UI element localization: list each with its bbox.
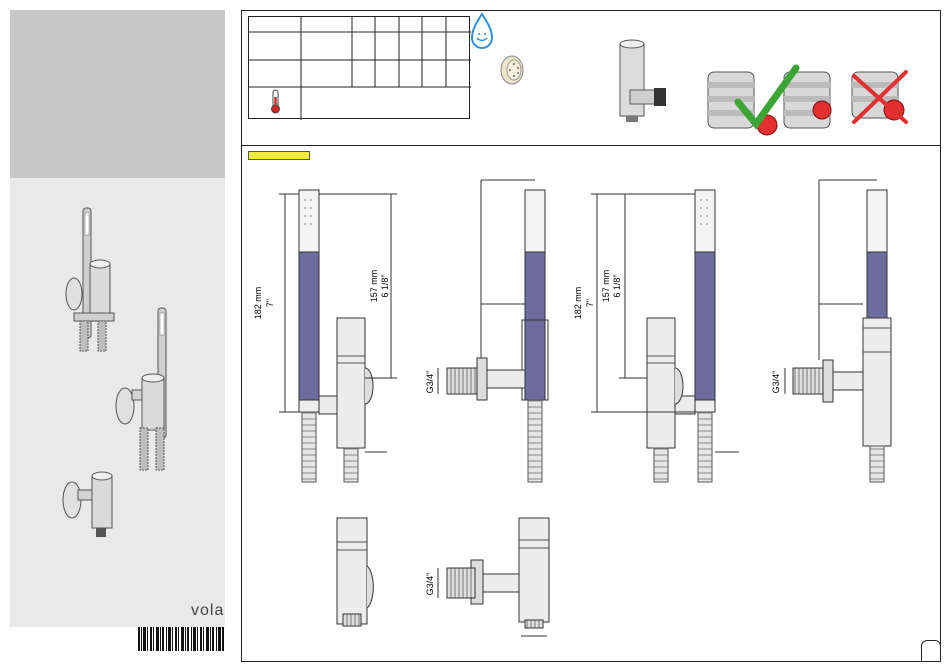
product-illustration-angle-valve — [63, 472, 112, 537]
dim-thread-1: G3/4" — [425, 371, 435, 394]
dimension-drawings: 182 mm 7" 157 mm 6 1/8" G3/4" — [241, 146, 941, 662]
barcode — [138, 627, 224, 657]
brand-logo: vola — [191, 602, 224, 620]
thermometer-icon — [272, 90, 280, 113]
view-side-handshower-2: G3/4" — [771, 180, 891, 482]
dim-height-in: 6 1/8" — [380, 274, 390, 297]
dim-height-mm-2: 157 mm — [601, 270, 611, 303]
spec-table — [248, 16, 470, 119]
dim-thread-2: G3/4" — [771, 371, 781, 394]
dim-height-in-2: 6 1/8" — [612, 274, 622, 297]
view-front-handshower-2: 182 mm 7" 157 mm 6 1/8" — [573, 190, 739, 482]
product-illustration-handshower-angled — [116, 308, 166, 470]
aerator-icon — [501, 56, 523, 84]
fitting-incorrect-illustration — [852, 72, 906, 122]
view-side-handshower: G3/4" — [425, 180, 548, 482]
view-front-valve — [337, 518, 373, 626]
dim-length-in: 7" — [265, 299, 275, 307]
product-overview-panel — [10, 178, 225, 627]
dim-length-mm: 182 mm — [253, 287, 263, 320]
dim-length-in-2: 7" — [585, 299, 595, 307]
view-side-valve: G3/4" — [425, 518, 549, 636]
fitting-correct-illustration — [708, 68, 831, 135]
dim-height-mm: 157 mm — [369, 270, 379, 303]
water-drop-icon — [472, 14, 492, 48]
dim-thread-3: G3/4" — [425, 573, 435, 596]
header-illustrations — [470, 12, 940, 142]
view-front-handshower: 182 mm 7" 157 mm 6 1/8" — [253, 190, 397, 482]
sidebar-header-panel — [10, 10, 225, 178]
dim-length-mm-2: 182 mm — [573, 287, 583, 320]
page-tab — [921, 640, 941, 662]
product-illustration-handshower-set — [66, 208, 114, 351]
valve-illustration — [620, 40, 666, 122]
